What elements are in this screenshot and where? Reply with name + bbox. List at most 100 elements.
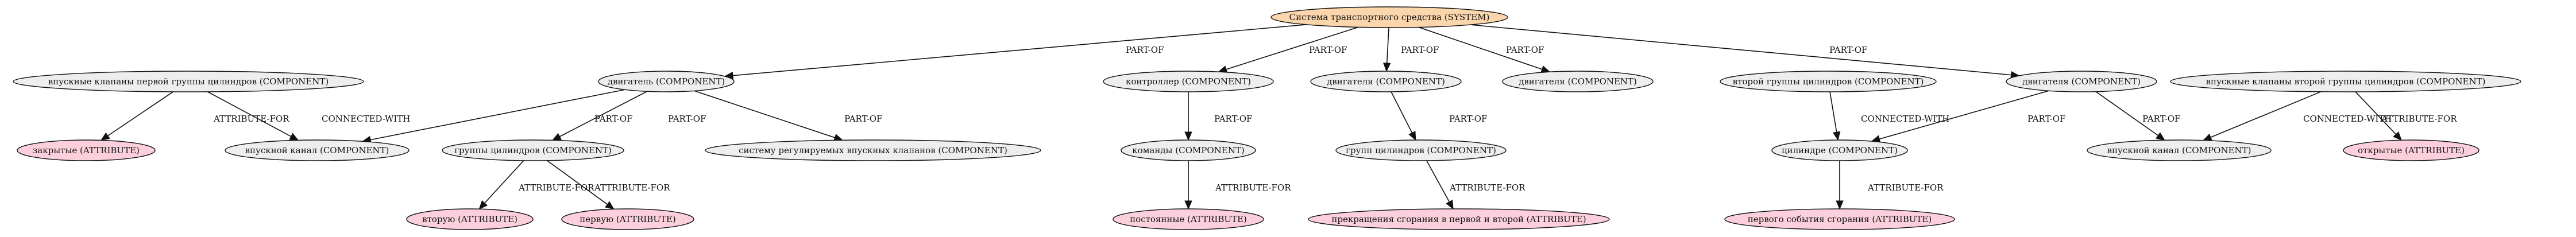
edge-line	[2210, 91, 2322, 138]
edge-valves2-channel2: CONNECTED-WITH	[2202, 91, 2392, 141]
node-open: открытые (ATTRIBUTE)	[2343, 139, 2480, 161]
edge-commands-constant: ATTRIBUTE-FOR	[1184, 161, 1291, 210]
node-vvsystem: систему регулируемых впускных клапанов (…	[705, 139, 1041, 161]
arrow-head	[1446, 200, 1454, 210]
arrow-head	[1408, 131, 1416, 141]
edge-engine2-cylgroups2: PART-OF	[1391, 91, 1487, 141]
system-node-shape	[1270, 6, 1508, 28]
node-engine1: двигатель (COMPONENT)	[598, 71, 735, 92]
arrow-head	[478, 200, 488, 210]
edge-line	[1879, 90, 2049, 140]
node-label: систему регулируемых впускных клапанов (…	[739, 145, 1007, 156]
node-label: групп цилиндров (COMPONENT)	[1346, 145, 1496, 156]
edge-label: PART-OF	[1309, 45, 1347, 55]
node-stopcomb: прекращения сгорания в первой и второй (…	[1308, 208, 1610, 230]
edge-label: PART-OF	[1126, 45, 1164, 55]
node-label: впускные клапаны первой группы цилиндров…	[48, 76, 329, 87]
edge-line	[107, 91, 173, 137]
edge-line	[2095, 91, 2158, 136]
node-label: первую (ATTRIBUTE)	[580, 214, 675, 224]
edge-label: PART-OF	[1401, 45, 1439, 55]
attribute-node-shape	[1308, 208, 1610, 230]
edge-line	[484, 160, 524, 204]
arrow-head	[289, 133, 299, 141]
attribute-node-shape	[17, 139, 156, 161]
node-label: двигатель (COMPONENT)	[608, 76, 725, 87]
node-label: Система транспортного средства (SYSTEM)	[1289, 12, 1490, 22]
node-cylgroups2: групп цилиндров (COMPONENT)	[1335, 139, 1507, 161]
edge-line	[732, 24, 1307, 76]
component-node-shape	[598, 71, 735, 92]
node-engine3: двигателя (COMPONENT)	[1502, 71, 1654, 92]
attribute-node-shape	[561, 208, 694, 230]
edge-line	[694, 90, 835, 138]
edge-cylinder-firstevent: ATTRIBUTE-FOR	[1836, 161, 1944, 210]
node-label: первого события сгорания (ATTRIBUTE)	[1748, 214, 1932, 224]
component-node-shape	[1121, 139, 1256, 161]
component-node-shape	[2087, 139, 2272, 161]
edge-line	[207, 91, 292, 137]
edge-label: ATTRIBUTE-FOR	[213, 114, 289, 124]
component-node-shape	[442, 139, 624, 161]
edge-label: CONNECTED-WITH	[1861, 114, 1949, 124]
edge-label: ATTRIBUTE-FOR	[518, 182, 594, 193]
edge-sys-engine1: PART-OF	[724, 24, 1307, 80]
component-node-shape	[1720, 71, 1937, 92]
node-cylinder: цилиндре (COMPONENT)	[1771, 139, 1908, 161]
edge-engine4-cylinder: PART-OF	[1871, 90, 2065, 143]
node-label: команды (COMPONENT)	[1132, 145, 1244, 156]
arrow-head	[605, 201, 615, 210]
node-channel2: впускной канал (COMPONENT)	[2087, 139, 2272, 161]
node-engine4: двигателя (COMPONENT)	[2006, 71, 2157, 92]
edge-label: PART-OF	[844, 114, 882, 124]
node-label: постоянные (ATTRIBUTE)	[1130, 214, 1247, 224]
edge-label: ATTRIBUTE-FOR	[594, 182, 670, 193]
arrow-head	[2393, 131, 2402, 141]
node-label: вторую (ATTRIBUTE)	[422, 214, 517, 224]
component-node-shape	[1103, 71, 1274, 92]
edge-label: PART-OF	[668, 114, 706, 124]
attribute-node-shape	[406, 208, 534, 230]
node-label: впускной канал (COMPONENT)	[2107, 145, 2251, 156]
node-engine2: двигателя (COMPONENT)	[1310, 71, 1462, 92]
component-node-shape	[2006, 71, 2157, 92]
edge-cylgroups2-stopcomb: ATTRIBUTE-FOR	[1426, 160, 1525, 210]
edge-line	[1391, 91, 1413, 133]
component-node-shape	[1502, 71, 1654, 92]
edge-controller-commands: PART-OF	[1184, 92, 1252, 141]
edge-line	[2355, 91, 2397, 135]
edge-engine1-vvsystem: PART-OF	[694, 90, 882, 142]
edge-line	[1418, 26, 1543, 70]
edge-group2-cylinder: CONNECTED-WITH	[1829, 91, 1949, 141]
edge-label: ATTRIBUTE-FOR	[1449, 182, 1525, 193]
edge-label: CONNECTED-WITH	[2303, 114, 2392, 124]
node-label: группы цилиндров (COMPONENT)	[454, 145, 612, 156]
attribute-node-shape	[2343, 139, 2480, 161]
node-label: впускной канал (COMPONENT)	[245, 145, 389, 156]
node-second: вторую (ATTRIBUTE)	[406, 208, 534, 230]
attribute-node-shape	[1724, 208, 1955, 230]
arrow-head	[1382, 63, 1391, 72]
node-label: цилиндре (COMPONENT)	[1782, 145, 1898, 156]
node-first: первую (ATTRIBUTE)	[561, 208, 694, 230]
node-label: двигателя (COMPONENT)	[1327, 76, 1445, 87]
edge-line	[559, 91, 647, 137]
edge-line	[1470, 24, 2011, 76]
arrow-head	[2156, 132, 2165, 141]
edge-line	[1226, 26, 1358, 70]
node-channel1: впускной канал (COMPONENT)	[225, 139, 410, 161]
component-node-shape	[705, 139, 1041, 161]
arrow-head	[551, 133, 562, 141]
node-commands: команды (COMPONENT)	[1121, 139, 1256, 161]
edge-cylgroup-second: ATTRIBUTE-FOR	[478, 160, 594, 210]
edge-label: ATTRIBUTE-FOR	[2381, 114, 2457, 124]
edge-sys-engine4: PART-OF	[1470, 24, 2020, 79]
edge-line	[1386, 27, 1389, 64]
edge-label: PART-OF	[1449, 114, 1487, 124]
edge-line	[1829, 91, 1837, 133]
edge-sys-engine3: PART-OF	[1418, 26, 1551, 73]
edge-label: ATTRIBUTE-FOR	[1867, 182, 1944, 193]
edge-valves2-open: ATTRIBUTE-FOR	[2355, 91, 2457, 141]
